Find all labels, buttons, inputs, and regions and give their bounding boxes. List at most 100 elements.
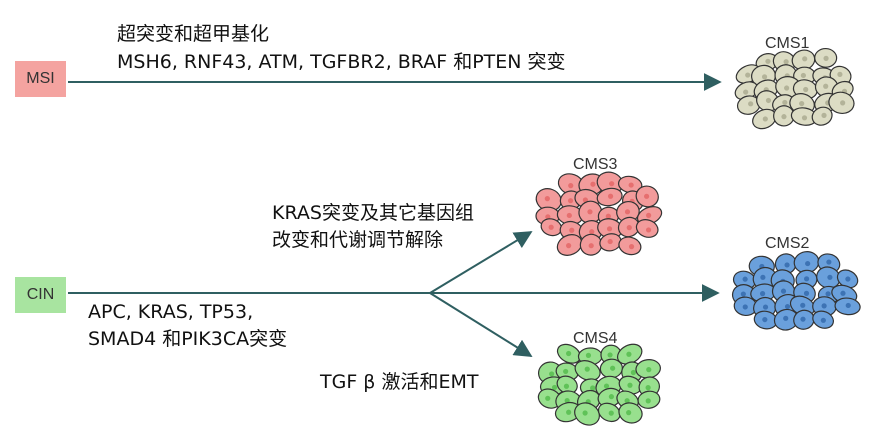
cell-nucleus <box>803 290 810 296</box>
cell-nucleus <box>802 56 808 62</box>
cell-nucleus <box>626 410 632 416</box>
cell-nucleus <box>805 260 811 267</box>
cell-nucleus <box>608 410 614 416</box>
cell-nucleus <box>742 304 748 310</box>
cell-nucleus <box>845 302 851 309</box>
cell-nucleus <box>827 274 833 280</box>
cell-nucleus <box>587 209 593 215</box>
cms3-label: CMS3 <box>573 156 618 173</box>
cell-nucleus <box>584 366 590 372</box>
cms4-label: CMS4 <box>573 330 618 347</box>
cell-nucleus <box>742 276 748 282</box>
cell-nucleus <box>840 100 846 106</box>
cms3-pathway-line1: KRAS突变及其它基因组 <box>272 202 474 224</box>
cell-nucleus <box>563 368 569 375</box>
cell-nucleus <box>825 291 831 297</box>
cell-nucleus <box>549 371 555 377</box>
cell-nucleus <box>765 58 771 64</box>
cell-nucleus <box>823 83 829 89</box>
cell-nucleus <box>845 276 851 282</box>
cin-tag-box <box>15 277 66 313</box>
cell-nucleus <box>761 74 768 80</box>
cell-nucleus <box>821 112 827 118</box>
cell-nucleus <box>567 198 574 204</box>
cell-nucleus <box>607 238 613 245</box>
cell-nucleus <box>590 181 596 187</box>
cell-nucleus <box>820 317 826 323</box>
cell-nucleus <box>644 193 650 199</box>
cell-nucleus <box>563 383 570 389</box>
cell-nucleus <box>605 213 611 219</box>
cell-nucleus <box>800 302 806 308</box>
cell-nucleus <box>548 224 554 230</box>
cell-nucleus <box>740 291 746 297</box>
cell-nucleus <box>585 352 592 358</box>
cell-nucleus <box>568 183 574 189</box>
cell-nucleus <box>544 196 550 202</box>
cell-nucleus <box>826 259 832 265</box>
cell-nucleus <box>624 209 631 215</box>
cell-nucleus <box>603 383 610 389</box>
cell-nucleus <box>762 116 768 122</box>
cell-nucleus <box>760 274 766 280</box>
cms2-cell-cluster <box>731 251 861 331</box>
cell-nucleus <box>759 291 766 297</box>
cell-nucleus <box>784 262 790 268</box>
cin-tag-label: CIN <box>26 286 55 303</box>
cell-nucleus <box>551 384 558 391</box>
cell-nucleus <box>783 59 789 65</box>
cin-description-line2: SMAD4 和PIK3CA突变 <box>88 328 288 350</box>
cell-nucleus <box>590 385 596 391</box>
cms2-label: CMS2 <box>765 235 810 252</box>
cell-nucleus <box>545 395 551 401</box>
cell-nucleus <box>801 115 808 121</box>
cell-nucleus <box>628 182 634 188</box>
cell-nucleus <box>781 114 787 120</box>
cell-nucleus <box>610 365 616 371</box>
cell-nucleus <box>566 350 572 357</box>
cell-nucleus <box>566 243 572 249</box>
cell-nucleus <box>745 72 751 78</box>
cell-nucleus <box>800 72 806 79</box>
cin-to-cms3-arrow <box>429 231 533 294</box>
cell-nucleus <box>630 369 636 376</box>
cell-nucleus <box>743 89 749 95</box>
cell-nucleus <box>589 229 595 235</box>
cell-nucleus <box>799 100 805 107</box>
cell-nucleus <box>569 227 575 233</box>
cell-nucleus <box>780 288 787 294</box>
cell-nucleus <box>608 394 615 400</box>
cms4-cell-cluster <box>537 343 661 426</box>
cell-nucleus <box>762 304 769 310</box>
cms1-label: CMS1 <box>765 35 810 52</box>
msi-description-line1: 超突变和超甲基化 <box>117 23 270 45</box>
cell-nucleus <box>588 243 594 249</box>
cell-nucleus <box>762 316 768 323</box>
cell-nucleus <box>837 71 843 77</box>
cin-to-cms4-arrow <box>429 292 533 357</box>
cell-nucleus <box>645 227 652 233</box>
msi-description-line2: MSH6, RNF43, ATM, TGFBR2, BRAF 和PTEN 突变 <box>117 51 566 73</box>
cell-nucleus <box>784 85 790 91</box>
cell-nucleus <box>626 351 632 357</box>
cell-nucleus <box>765 97 772 104</box>
cms3-cell-cluster <box>535 171 663 256</box>
cell-nucleus <box>626 225 632 231</box>
cell-nucleus <box>748 101 754 107</box>
cell-nucleus <box>627 382 633 388</box>
cell-nucleus <box>784 303 791 310</box>
cell-nucleus <box>823 55 829 61</box>
cms3-pathway-line2: 改变和代谢调节解除 <box>272 229 444 251</box>
cms4-pathway-text: TGF β 激活和EMT <box>320 371 479 393</box>
cell-nucleus <box>804 276 810 282</box>
cell-nucleus <box>607 193 614 199</box>
cell-nucleus <box>606 226 613 232</box>
msi-tag-box <box>15 61 66 97</box>
msi-tag-label: MSI <box>26 70 55 87</box>
cell-nucleus <box>800 316 806 322</box>
cell-nucleus <box>628 244 635 250</box>
cell-nucleus <box>564 397 570 404</box>
cell-nucleus <box>607 352 613 358</box>
cell-nucleus <box>566 409 572 415</box>
